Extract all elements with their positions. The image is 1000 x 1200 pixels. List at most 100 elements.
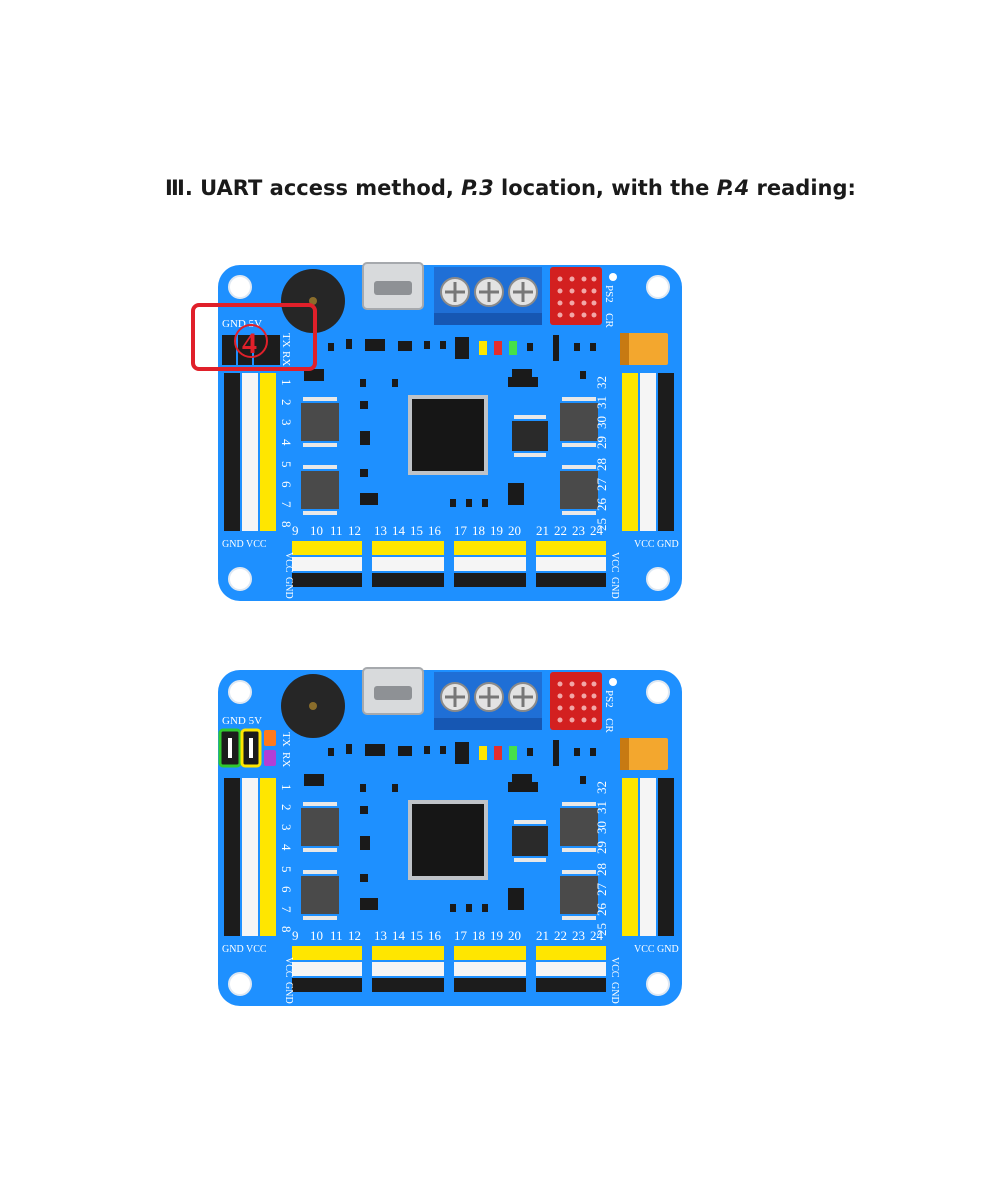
bottom-vcc-label: VCC — [283, 957, 294, 978]
callout-number: 4 — [242, 327, 257, 360]
channel-label: 26 — [594, 903, 609, 917]
buzzer-hole — [309, 702, 317, 710]
bottom-gnd-label: GND — [283, 577, 294, 599]
section-heading: Ⅲ. UART access method, P.3 location, wit… — [165, 176, 856, 200]
heading-ref-p4: P.4 — [716, 176, 750, 200]
driver-chip — [560, 870, 598, 920]
uart-power-label: GND 5V — [222, 715, 262, 727]
channel-label: 17 — [454, 523, 468, 538]
terminal-screw — [508, 277, 538, 307]
ps2-label: PS2 — [603, 285, 615, 303]
channel-label: 11 — [330, 928, 343, 943]
mount-hole — [646, 680, 670, 704]
bottom-gnd-label: GND — [283, 982, 294, 1004]
led — [479, 341, 487, 355]
channel-label: 8 — [279, 926, 294, 933]
terminal-screw — [440, 682, 470, 712]
uart-header — [218, 728, 276, 768]
channel-label: 14 — [392, 523, 406, 538]
led — [494, 746, 502, 760]
channel-label: 32 — [594, 781, 609, 794]
rx-label: RX — [280, 752, 292, 767]
mount-hole — [228, 275, 252, 299]
channel-label: 15 — [410, 523, 423, 538]
heading-ref-p3: P.3 — [461, 176, 494, 200]
driver-chip — [301, 802, 339, 852]
driver-chip — [301, 870, 339, 920]
channel-label: 23 — [572, 928, 585, 943]
board-view-2: PS2 CR GND 5V TX RX — [0, 660, 1000, 1020]
channel-label: 31 — [594, 396, 609, 409]
led — [494, 341, 502, 355]
left-power-label: GND VCC — [222, 539, 267, 550]
left-power-label: GND VCC — [222, 944, 267, 955]
channel-label: 30 — [594, 416, 609, 429]
channel-label: 18 — [472, 523, 485, 538]
driver-chip — [560, 802, 598, 852]
channel-label: 23 — [572, 523, 585, 538]
channel-label: 17 — [454, 928, 468, 943]
tantalum-capacitor — [620, 333, 668, 365]
channel-label: 5 — [279, 461, 294, 468]
channel-label: 7 — [279, 906, 294, 913]
mount-hole — [228, 680, 252, 704]
uart-header — [222, 335, 280, 365]
channel-label: 27 — [594, 883, 609, 897]
right-servo-header — [622, 778, 674, 936]
microcontroller — [408, 800, 488, 880]
right-power-label: VCC GND — [634, 944, 679, 955]
channel-label: 10 — [310, 523, 323, 538]
driver-chip — [301, 397, 339, 447]
mount-hole — [646, 567, 670, 591]
microcontroller — [408, 395, 488, 475]
channel-label: 21 — [536, 928, 549, 943]
bottom-vcc-label: VCC — [609, 552, 620, 573]
channel-label: 12 — [348, 928, 361, 943]
channel-label: 22 — [554, 523, 567, 538]
tx-label: TX — [280, 732, 292, 747]
uart-power-label: GND 5V — [222, 318, 262, 330]
channel-label: 19 — [490, 928, 503, 943]
servo-controller-board: PS2 CR GND 5V TX RX — [218, 262, 682, 601]
channel-label: 14 — [392, 928, 406, 943]
right-servo-header — [622, 373, 674, 531]
ps2-label: PS2 — [603, 690, 615, 708]
eeprom-chip — [512, 415, 548, 457]
mount-hole — [228, 972, 252, 996]
channel-label: 19 — [490, 523, 503, 538]
cr-label: CR — [603, 313, 615, 328]
heading-middle: location, with the — [501, 176, 710, 200]
channel-label: 12 — [348, 523, 361, 538]
channel-label: 10 — [310, 928, 323, 943]
ps2-socket — [550, 672, 602, 730]
bottom-gnd-label: GND — [609, 982, 620, 1004]
driver-chip — [560, 465, 598, 515]
channel-label: 20 — [508, 928, 521, 943]
channel-label: 24 — [590, 928, 604, 943]
channel-label: 1 — [279, 784, 294, 791]
heading-prefix: Ⅲ. UART access method, — [165, 176, 454, 200]
channel-label: 3 — [279, 824, 294, 831]
channel-label: 30 — [594, 821, 609, 834]
channel-label: 13 — [374, 523, 387, 538]
bottom-gnd-label: GND — [609, 577, 620, 599]
tantalum-capacitor — [620, 738, 668, 770]
channel-label: 20 — [508, 523, 521, 538]
channel-label: 13 — [374, 928, 387, 943]
channel-label: 6 — [279, 481, 294, 488]
mount-hole — [228, 567, 252, 591]
channel-label: 25 — [594, 518, 609, 531]
bottom-vcc-label: VCC — [283, 552, 294, 573]
bottom-servo-header — [292, 946, 606, 992]
channel-label: 6 — [279, 886, 294, 893]
servo-controller-board: PS2 CR GND 5V TX RX — [218, 667, 682, 1006]
usb-port — [374, 281, 412, 295]
channel-label: 28 — [594, 458, 609, 471]
right-power-label: VCC GND — [634, 539, 679, 550]
channel-label: 28 — [594, 863, 609, 876]
channel-label: 5 — [279, 866, 294, 873]
left-servo-header — [224, 373, 276, 531]
board-view-1: PS2 CR GND 5V TX RX — [0, 255, 1000, 615]
cr-label: CR — [603, 718, 615, 733]
led — [509, 341, 517, 355]
